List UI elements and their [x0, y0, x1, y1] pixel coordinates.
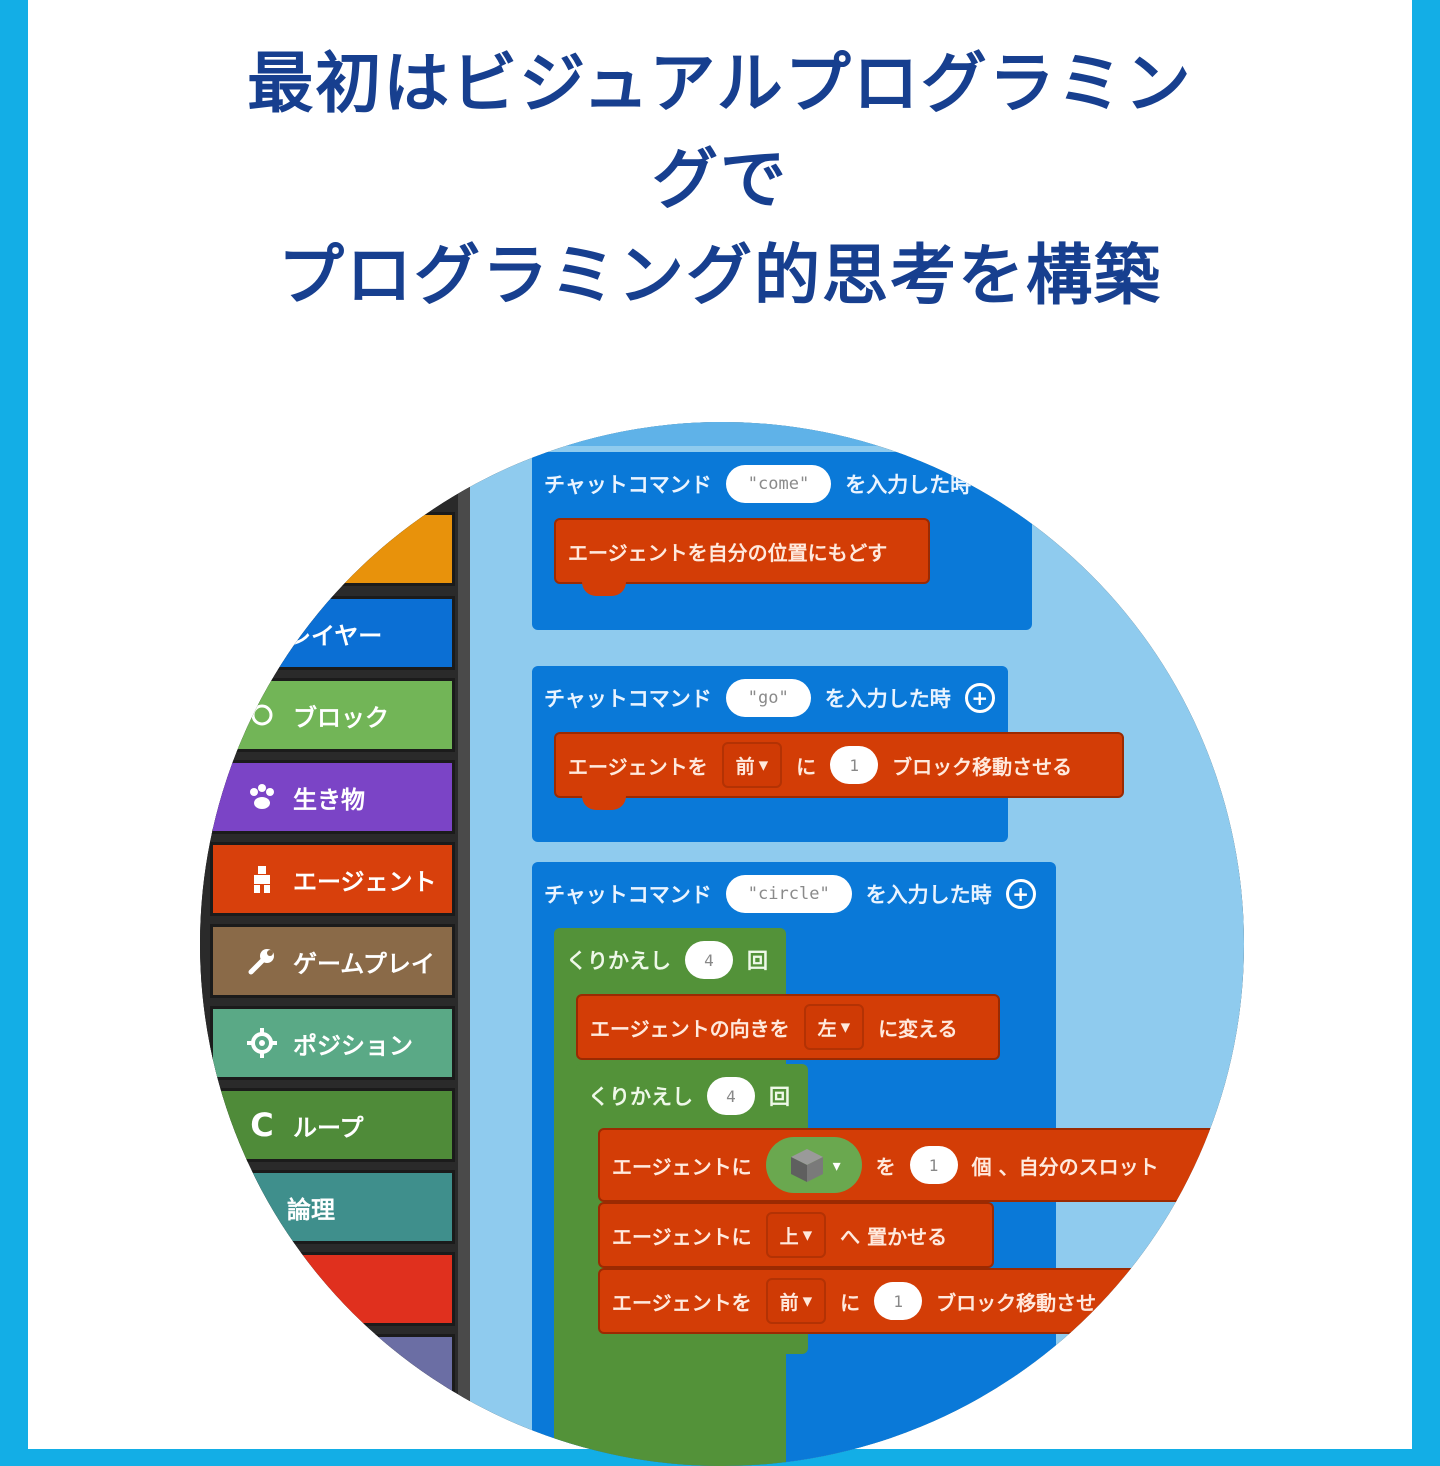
- block-text: に: [796, 754, 817, 779]
- chevron-down-icon: ▾: [758, 754, 769, 776]
- add-parameter-icon[interactable]: +: [964, 683, 995, 713]
- turn-direction-dropdown[interactable]: 左▾: [803, 1004, 865, 1050]
- direction-value: 前: [779, 1291, 799, 1314]
- toolbox-sidebar: レイヤー ブロック 生き物 エージェント ゲームプレイ: [200, 422, 470, 1466]
- block-text: 個 、自分のスロット: [971, 1154, 1159, 1179]
- category-blocks[interactable]: ブロック: [210, 678, 455, 752]
- event-label: チャットコマンド: [544, 883, 712, 907]
- block-text: に変える: [878, 1016, 958, 1041]
- category-loops-label: ループ: [293, 1113, 364, 1142]
- direction-dropdown[interactable]: 前▾: [765, 1278, 827, 1324]
- direction-dropdown[interactable]: 前▾: [721, 742, 783, 788]
- place-direction-dropdown[interactable]: 上▾: [765, 1212, 827, 1258]
- loop-suffix: 回: [769, 1085, 790, 1109]
- chat-command-input[interactable]: "go": [725, 679, 811, 717]
- agent-teleport-block[interactable]: エージェントを自分の位置にもどす: [554, 518, 930, 596]
- block-text: へ 置かせる: [840, 1224, 948, 1249]
- category-position-label: ポジション: [293, 1031, 413, 1060]
- chevron-down-icon: ▾: [802, 1290, 813, 1312]
- block-text: エージェントを自分の位置にもどす: [568, 540, 888, 565]
- loop-label: くりかえし: [588, 1085, 693, 1109]
- block-text: エージェントに: [612, 1224, 752, 1249]
- category-agent[interactable]: エージェント: [210, 842, 455, 916]
- block-text: エージェントを: [612, 1290, 752, 1315]
- event-label: チャットコマンド: [544, 473, 712, 497]
- block-text: エージェントの向きを: [590, 1016, 790, 1041]
- direction-value: 左: [817, 1017, 837, 1040]
- agent-set-item-block[interactable]: エージェントに ▾ を 1 個 、自分のスロット: [598, 1128, 1244, 1202]
- count-input[interactable]: 1: [830, 746, 879, 784]
- block-icon: [247, 700, 277, 730]
- category-gameplay-label: ゲームプレイ: [293, 949, 435, 978]
- category-agent-label: エージェント: [293, 867, 437, 896]
- event-suffix: を入力した時: [824, 687, 951, 711]
- category-logic[interactable]: 論理: [210, 1170, 455, 1244]
- code-editor-screenshot: レイヤー ブロック 生き物 エージェント ゲームプレイ: [200, 422, 1244, 1466]
- block-text: ブロック移動させ: [936, 1290, 1097, 1315]
- loop-header: くりかえし 4 回: [566, 928, 768, 992]
- block-workspace[interactable]: チャットコマンド "come" を入力した時 エージェントを自分の位置にもどす …: [470, 422, 1244, 1466]
- direction-value: 上: [779, 1225, 799, 1248]
- category-player[interactable]: レイヤー: [210, 596, 455, 670]
- workspace-top-bar: [470, 422, 1244, 446]
- event-suffix: を入力した時: [865, 883, 992, 907]
- chevron-down-icon: ▾: [802, 1224, 813, 1246]
- loop-header: くりかえし 4 回: [588, 1064, 790, 1128]
- category-purple[interactable]: [210, 1334, 455, 1408]
- agent-move-block[interactable]: エージェントを 前▾ に 1 ブロック移動させる: [554, 732, 1124, 810]
- block-text: に: [840, 1290, 861, 1315]
- block-text: エージェントに: [612, 1154, 752, 1179]
- stone-block-icon: [790, 1149, 823, 1182]
- category-red[interactable]: [210, 1252, 455, 1326]
- category-logic-orange[interactable]: [210, 512, 455, 586]
- block-notch: [582, 582, 626, 596]
- count-input[interactable]: 1: [874, 1282, 923, 1320]
- item-picker[interactable]: ▾: [765, 1137, 862, 1193]
- toolbox-scrollbar[interactable]: [458, 422, 470, 1466]
- agent-move-forward-block[interactable]: エージェントを 前▾ に 1 ブロック移動させ: [598, 1268, 1244, 1334]
- event-header: チャットコマンド "circle" を入力した時 +: [544, 862, 1036, 926]
- chevron-down-icon: ▾: [832, 1155, 841, 1175]
- category-logic-label: 論理: [287, 1195, 335, 1224]
- category-blocks-label: ブロック: [293, 703, 389, 732]
- agent-turn-block[interactable]: エージェントの向きを 左▾ に変える: [576, 994, 1000, 1060]
- block-notch: [582, 796, 626, 810]
- category-player-label: レイヤー: [287, 621, 383, 650]
- page-title: 最初はビジュアルプログラミン グで プログラミング的思考を構築: [28, 36, 1412, 324]
- category-gameplay[interactable]: ゲームプレイ: [210, 924, 455, 998]
- title-line-3: プログラミング的思考を構築: [278, 237, 1162, 314]
- block-text: エージェントを: [568, 754, 708, 779]
- chat-command-input[interactable]: "circle": [725, 875, 852, 913]
- loop-suffix: 回: [747, 949, 768, 973]
- repeat-count-input[interactable]: 4: [685, 941, 733, 979]
- agent-place-block[interactable]: エージェントに 上▾ へ 置かせる: [598, 1202, 994, 1268]
- position-icon: [247, 1028, 277, 1058]
- chevron-down-icon: ▾: [840, 1016, 851, 1038]
- paw-icon: [247, 782, 277, 812]
- event-label: チャットコマンド: [544, 687, 712, 711]
- event-header: チャットコマンド "go" を入力した時 +: [544, 666, 995, 730]
- loop-label: くりかえし: [566, 949, 671, 973]
- direction-value: 前: [735, 755, 755, 778]
- chat-command-input[interactable]: "come": [725, 465, 832, 503]
- event-suffix: を入力した時: [845, 473, 972, 497]
- title-line-2: グで: [652, 141, 788, 218]
- category-mobs[interactable]: 生き物: [210, 760, 455, 834]
- add-parameter-icon[interactable]: +: [1005, 879, 1036, 909]
- wrench-icon: [247, 946, 277, 976]
- category-mobs-label: 生き物: [293, 785, 365, 814]
- loop-icon: C: [250, 1106, 274, 1144]
- agent-icon: [247, 864, 277, 894]
- block-text: ブロック移動させる: [892, 754, 1073, 779]
- repeat-count-input[interactable]: 4: [707, 1077, 755, 1115]
- block-text: を: [875, 1154, 896, 1179]
- title-line-1: 最初はビジュアルプログラミン: [247, 45, 1193, 122]
- category-position[interactable]: ポジション: [210, 1006, 455, 1080]
- item-count-input[interactable]: 1: [909, 1146, 958, 1184]
- category-loops[interactable]: C ループ: [210, 1088, 455, 1162]
- event-header: チャットコマンド "come" を入力した時: [544, 452, 971, 516]
